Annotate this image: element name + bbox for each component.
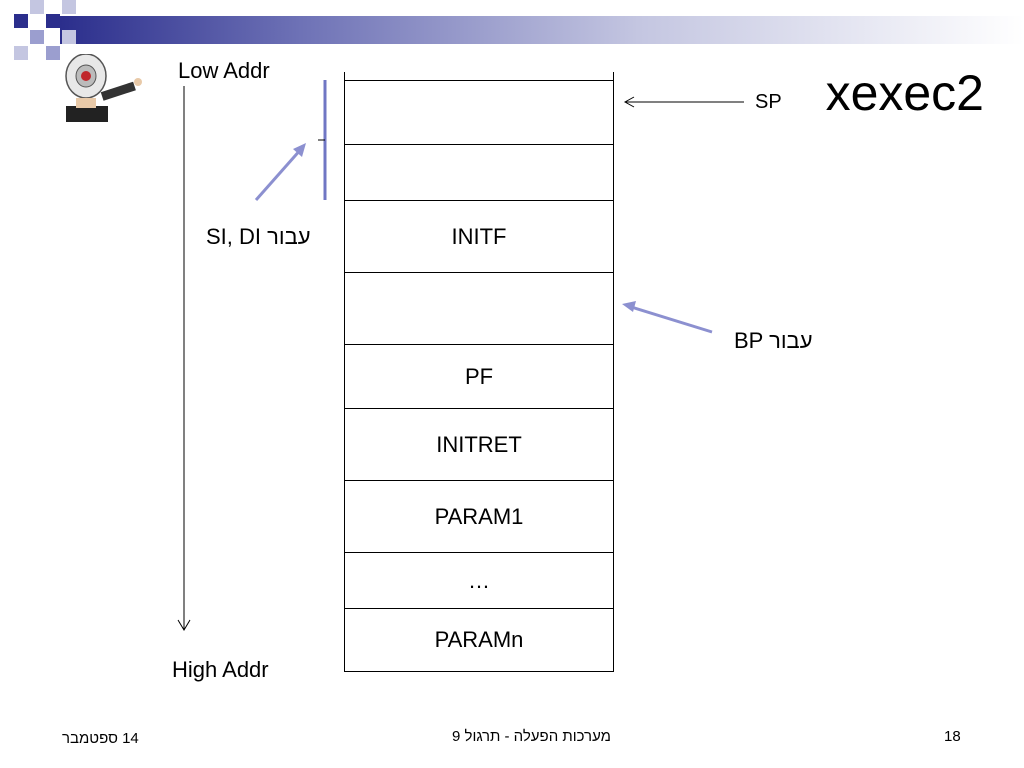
- si-di-pointer-arrow: [254, 143, 306, 201]
- footer-page-number: 18: [944, 728, 961, 745]
- si-di-bracket: [318, 80, 327, 200]
- bp-label: BP עבור: [734, 328, 813, 353]
- title-bar-decoration: [60, 16, 1024, 44]
- stack-cell: PARAMn: [344, 608, 614, 672]
- megaphone-person-icon: [62, 53, 162, 122]
- sp-label: SP: [755, 91, 782, 113]
- stack-cell: [344, 80, 614, 144]
- stack-cell: …: [344, 552, 614, 608]
- bp-pointer-arrow: [622, 301, 713, 334]
- footer-date: 14 ספטמבר: [62, 730, 139, 747]
- stack-cell: PF: [344, 344, 614, 408]
- high-address-label: High Addr: [172, 657, 269, 682]
- stack-cell: [344, 272, 614, 344]
- stack-cell: [344, 144, 614, 200]
- address-direction-arrow: [177, 86, 191, 631]
- stack-cell-continuation: [344, 72, 614, 80]
- stack-cell: INITRET: [344, 408, 614, 480]
- low-address-label: Low Addr: [178, 58, 270, 83]
- corner-squares-decoration: [0, 0, 80, 64]
- stack-cell: INITF: [344, 200, 614, 272]
- si-di-label: SI, DI עבור: [206, 224, 311, 249]
- stack-cell: PARAM1: [344, 480, 614, 552]
- sp-pointer-arrow: [623, 96, 744, 108]
- footer-course-title: מערכות הפעלה - תרגול 9: [452, 728, 611, 745]
- slide-title: xexec2: [825, 65, 984, 121]
